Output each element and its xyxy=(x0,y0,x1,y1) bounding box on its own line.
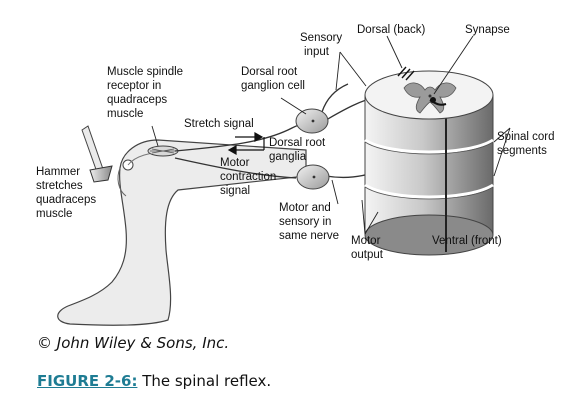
svg-text:Hammer: Hammer xyxy=(36,166,80,178)
caption-text: The spinal reflex. xyxy=(137,372,272,390)
segment-divider-lower xyxy=(364,183,494,199)
reflex-hammer xyxy=(81,125,113,183)
svg-text:Motor: Motor xyxy=(220,157,250,169)
ventral-front-label: Ventral (front) xyxy=(432,235,502,247)
spinal-cord xyxy=(364,66,494,256)
motor-output-label: Motor output xyxy=(351,235,384,261)
svg-text:Motor: Motor xyxy=(351,235,381,247)
svg-text:segments: segments xyxy=(497,145,547,157)
svg-text:same nerve: same nerve xyxy=(279,230,339,242)
leg-outline xyxy=(57,139,307,326)
dorsal-back-label: Dorsal (back) xyxy=(357,24,426,36)
hammer-label: Hammer stretches quadraceps muscle xyxy=(36,166,96,220)
svg-text:quadraceps: quadraceps xyxy=(36,194,96,206)
svg-text:Dorsal root: Dorsal root xyxy=(269,137,326,149)
svg-text:input: input xyxy=(304,46,330,58)
svg-text:muscle: muscle xyxy=(36,208,72,220)
figure-caption: FIGURE 2-6: The spinal reflex. xyxy=(37,372,271,390)
svg-text:quadraceps: quadraceps xyxy=(107,94,167,106)
motor-nerve xyxy=(174,157,297,179)
motor-contraction-signal-label: Motor contraction signal xyxy=(220,157,276,197)
muscle-spindle-label: Muscle spindle receptor in quadraceps mu… xyxy=(107,66,183,120)
dorsal-root-ganglia-label: Dorsal root ganglia xyxy=(269,137,326,163)
leader-lines xyxy=(151,35,511,235)
synapse-marker xyxy=(397,66,415,81)
svg-text:Muscle spindle: Muscle spindle xyxy=(107,66,183,78)
dorsal-root-ganglion-cell-label: Dorsal root ganglion cell xyxy=(241,66,305,92)
svg-text:muscle: muscle xyxy=(107,108,143,120)
copyright-notice: © John Wiley & Sons, Inc. xyxy=(37,334,230,352)
svg-text:receptor in: receptor in xyxy=(107,80,161,92)
spinal-cord-segments-label: Spinal cord segments xyxy=(497,131,555,157)
knee-cap xyxy=(117,167,127,197)
svg-text:ganglia: ganglia xyxy=(269,151,307,163)
dorsal-root-line xyxy=(321,83,349,113)
svg-text:sensory in: sensory in xyxy=(279,216,331,228)
motor-sensory-nerve-label: Motor and sensory in same nerve xyxy=(279,202,339,242)
stretch-signal-label: Stretch signal xyxy=(184,118,254,130)
svg-text:Motor and: Motor and xyxy=(279,202,331,214)
spinal-reflex-diagram: Muscle spindle receptor in quadraceps mu… xyxy=(36,24,555,326)
svg-text:Dorsal root: Dorsal root xyxy=(241,66,298,78)
segment-divider-upper xyxy=(364,138,494,154)
svg-text:Spinal cord: Spinal cord xyxy=(497,131,555,143)
figure-link[interactable]: FIGURE 2-6: xyxy=(37,372,138,390)
svg-text:output: output xyxy=(351,249,384,261)
leg-illustration xyxy=(57,139,307,326)
svg-text:Sensory: Sensory xyxy=(300,32,342,44)
svg-text:contraction: contraction xyxy=(220,171,276,183)
synapse-label: Synapse xyxy=(465,24,510,36)
hammer-head xyxy=(89,165,113,183)
signal-arrows xyxy=(227,131,265,156)
svg-text:ganglion cell: ganglion cell xyxy=(241,80,305,92)
svg-text:stretches: stretches xyxy=(36,180,83,192)
sensory-input-label: Sensory input xyxy=(300,32,342,58)
svg-text:signal: signal xyxy=(220,185,250,197)
